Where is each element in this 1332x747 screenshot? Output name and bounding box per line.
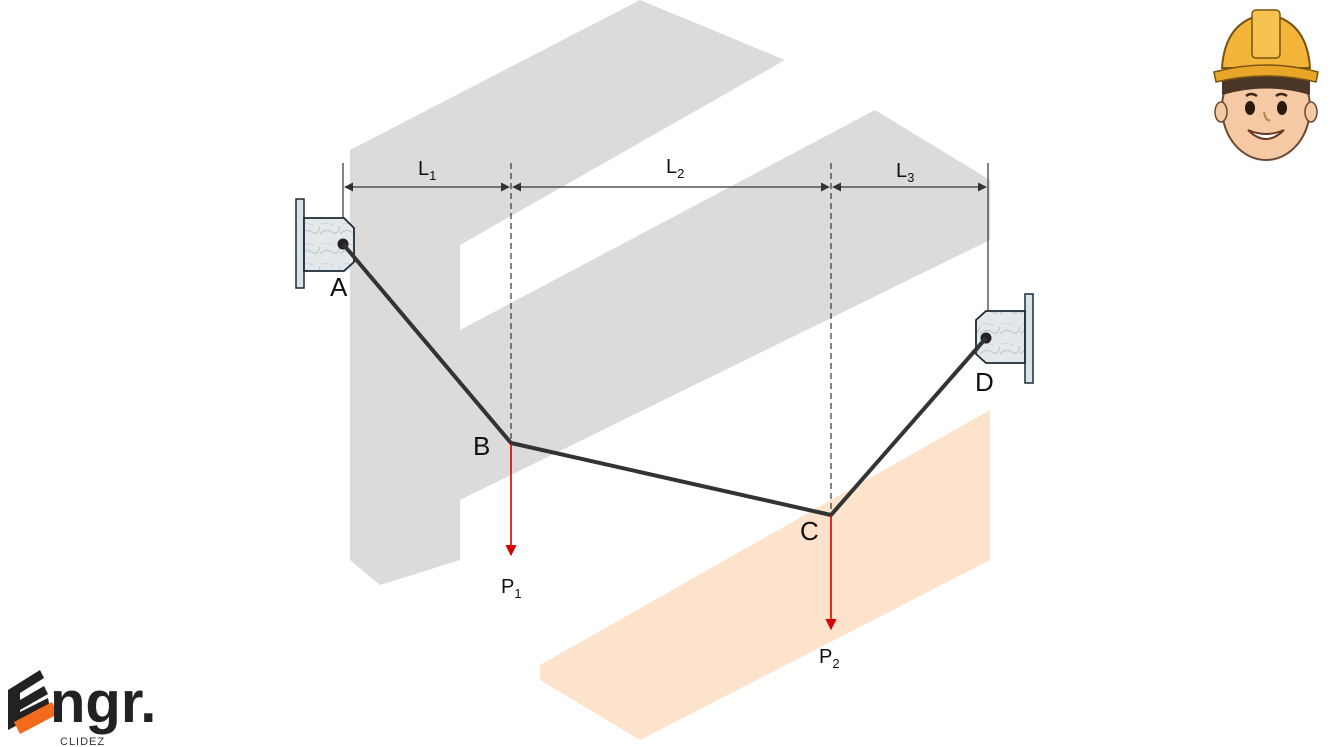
label-L3: L3: [896, 160, 914, 185]
logo-text: ngr.: [50, 670, 156, 735]
point-label-D: D: [975, 367, 994, 397]
cable: [341, 242, 988, 517]
watermark-orange-shape: [540, 410, 990, 740]
label-P2: P2: [819, 646, 840, 671]
point-label-A: A: [330, 272, 348, 302]
dimension-lines: [342, 163, 989, 512]
point-label-B: B: [473, 431, 490, 461]
label-L2: L2: [666, 156, 684, 181]
point-label-C: C: [800, 516, 819, 546]
watermark: [350, 0, 990, 740]
wall-support-left-icon: [295, 198, 355, 289]
logo-mark-orange: [14, 702, 58, 734]
label-P1: P1: [501, 576, 522, 601]
label-L1: L1: [418, 158, 436, 183]
logo-mark-black: [8, 670, 50, 730]
logo-subtext: CLIDEZ: [60, 736, 105, 747]
engineer-avatar-icon: [1213, 9, 1319, 161]
engr-logo: ngr. CLIDEZ: [8, 670, 156, 747]
